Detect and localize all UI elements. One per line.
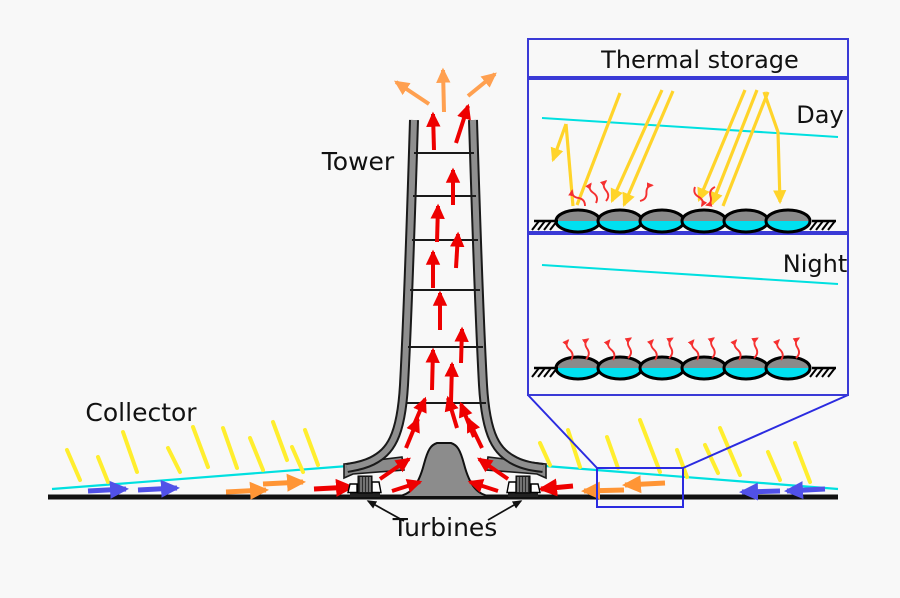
- warm-air-arrow: [225, 481, 269, 500]
- tower-structure: [343, 119, 547, 480]
- storage-bladder: [764, 355, 812, 381]
- storage-bladder: [722, 208, 770, 234]
- night-label: Night: [783, 250, 847, 278]
- storage-bladder: [554, 355, 602, 381]
- inset-callout-lines: [527, 394, 849, 469]
- storage-bladder: [596, 208, 644, 234]
- warm-air-arrow: [581, 481, 625, 500]
- callout-source-box: [596, 467, 684, 508]
- storage-bladder: [764, 208, 812, 234]
- night-glass-line: [541, 264, 839, 285]
- cool-air-arrow: [784, 481, 826, 500]
- storage-bladder: [554, 208, 602, 234]
- ground-mound: [395, 442, 493, 498]
- tower-label: Tower: [321, 147, 395, 176]
- storage-bladder: [722, 355, 770, 381]
- storage-bladder: [680, 355, 728, 381]
- sun-rays-left: [65, 420, 320, 484]
- hot-air-arrow: [313, 478, 355, 497]
- sun-rays-right: [538, 418, 812, 484]
- turbine-left: [347, 475, 382, 498]
- inset-day-panel: [527, 78, 849, 233]
- exhaust-arrows: [394, 67, 497, 113]
- day-sun-rays: [550, 89, 787, 208]
- cool-air-arrow: [87, 480, 129, 499]
- day-scene: Day: [530, 89, 844, 234]
- hot-air-arrow: [538, 478, 574, 497]
- tower-rungs: [406, 152, 486, 404]
- storage-bladder: [596, 355, 644, 381]
- storage-bladder: [680, 208, 728, 234]
- tower-updraft-arrows: [378, 103, 510, 493]
- cool-air-arrow: [739, 482, 781, 501]
- turbine-right: [506, 475, 541, 498]
- night-scene: Night: [530, 250, 847, 381]
- storage-bladder: [638, 208, 686, 234]
- warm-air-arrow: [262, 473, 306, 492]
- thermal-storage-inset: Thermal storage Day: [527, 38, 849, 508]
- warm-air-arrow: [622, 475, 666, 494]
- day-label: Day: [796, 101, 843, 129]
- inset-title: Thermal storage: [600, 46, 799, 74]
- storage-bladder: [638, 355, 686, 381]
- airflow-arrows-right: [538, 475, 826, 501]
- inset-title-box: [527, 38, 849, 78]
- tower-walls: [346, 119, 544, 473]
- day-glass-line: [541, 117, 839, 138]
- airflow-arrows-left: [87, 473, 355, 500]
- turbines-label: Turbines: [392, 513, 498, 542]
- cool-air-arrow: [137, 479, 180, 498]
- collector-label: Collector: [85, 398, 197, 427]
- turbines-label-arrows: [366, 500, 523, 522]
